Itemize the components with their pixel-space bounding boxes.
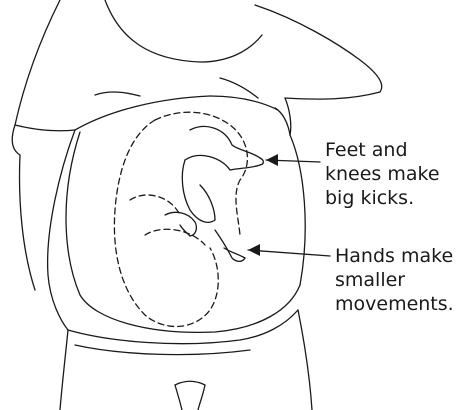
- feet-label: Feet and knees make big kicks.: [325, 138, 440, 210]
- pants-outline: [60, 310, 312, 410]
- baby-hands: [165, 212, 245, 261]
- hands-label-line-1: Hands make: [335, 244, 454, 268]
- hands-label-line-3: movements.: [335, 292, 454, 316]
- baby-legs: [182, 126, 263, 222]
- feet-label-line-3: big kicks.: [325, 186, 440, 210]
- baby-outline: [114, 112, 247, 326]
- hands-arrow: [248, 244, 330, 256]
- hands-label-line-2: smaller: [335, 268, 454, 292]
- feet-label-line-2: knees make: [325, 162, 440, 186]
- feet-arrow: [266, 154, 320, 166]
- hands-label: Hands make smaller movements.: [335, 244, 454, 316]
- feet-label-line-1: Feet and: [325, 138, 440, 162]
- belly-outline: [66, 108, 305, 332]
